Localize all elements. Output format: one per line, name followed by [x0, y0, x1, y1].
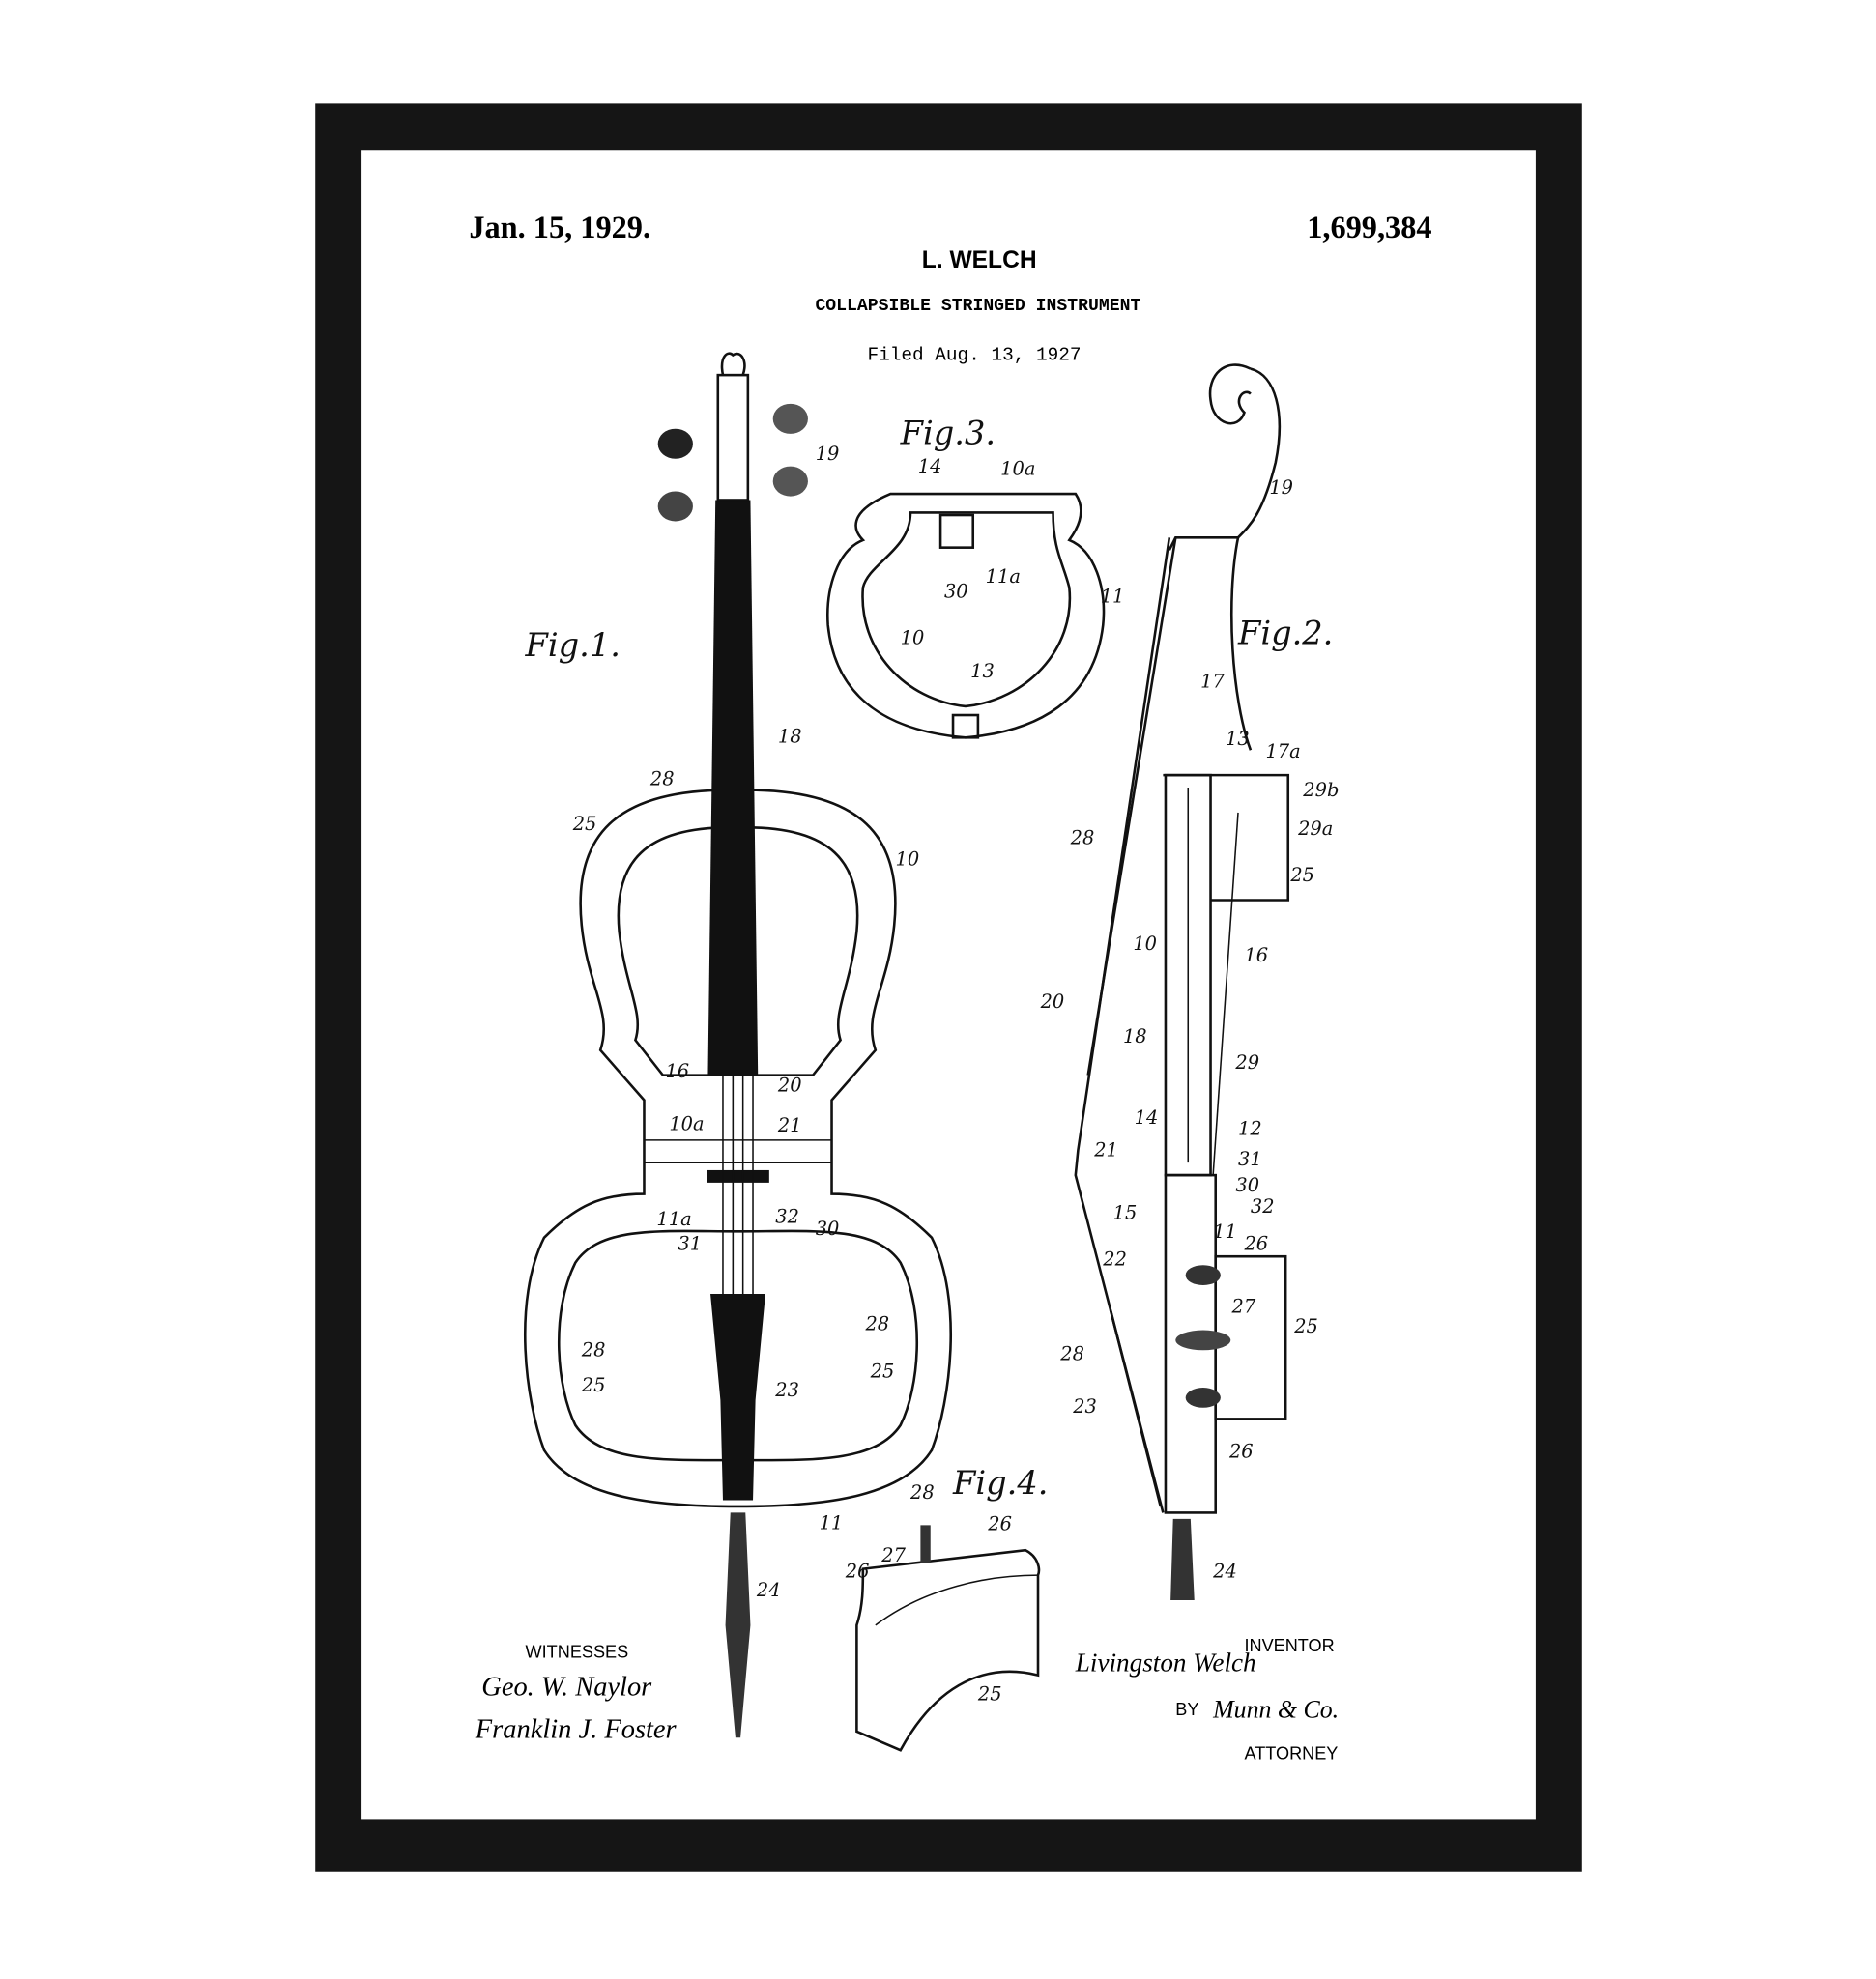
- svg-text:22: 22: [1102, 1248, 1127, 1270]
- svg-text:11a: 11a: [986, 565, 1021, 588]
- fig2-title: Fig.2.: [1237, 614, 1333, 651]
- fig3-part-labels: 14 10a 30 11a 11 10 13: [901, 455, 1125, 682]
- fig4-part-labels: 28 26 27 26 25: [845, 1481, 1012, 1705]
- svg-text:13: 13: [970, 660, 995, 682]
- svg-text:10: 10: [896, 847, 920, 870]
- svg-text:26: 26: [845, 1561, 870, 1583]
- figure-3-frame-section: Fig.3. 14 10a 30 11a 11 10 13: [826, 414, 1125, 739]
- svg-text:10a: 10a: [669, 1113, 704, 1135]
- witnesses-label: WITNESSES: [526, 1643, 629, 1662]
- svg-text:20: 20: [1040, 990, 1065, 1013]
- svg-text:23: 23: [1072, 1395, 1097, 1418]
- svg-text:17a: 17a: [1265, 740, 1300, 762]
- svg-text:31: 31: [1238, 1148, 1262, 1170]
- svg-text:20: 20: [777, 1074, 802, 1096]
- svg-text:19: 19: [816, 443, 840, 465]
- svg-text:30: 30: [944, 580, 968, 602]
- svg-text:10a: 10a: [1000, 458, 1035, 480]
- svg-text:23: 23: [774, 1379, 799, 1401]
- svg-text:17: 17: [1200, 671, 1225, 693]
- svg-text:27: 27: [1231, 1295, 1256, 1317]
- svg-text:27: 27: [880, 1544, 906, 1566]
- inventor-heading: L. WELCH: [922, 247, 1037, 273]
- svg-text:26: 26: [1228, 1441, 1254, 1463]
- svg-text:15: 15: [1113, 1201, 1138, 1223]
- inventor-label: INVENTOR: [1244, 1636, 1334, 1655]
- svg-text:31: 31: [678, 1233, 702, 1255]
- fig1-title: Fig.1.: [525, 626, 621, 664]
- svg-text:28: 28: [581, 1339, 606, 1362]
- svg-text:32: 32: [1251, 1195, 1275, 1218]
- endpin: [725, 1512, 751, 1738]
- svg-text:25: 25: [572, 813, 597, 835]
- svg-text:11: 11: [820, 1511, 844, 1534]
- attorney-label: ATTORNEY: [1244, 1743, 1338, 1763]
- svg-text:18: 18: [778, 725, 802, 747]
- figure-1-front-view: Fig.1. 19 18 28 25 10 16 20 10a 21 11a 3…: [523, 352, 953, 1738]
- svg-text:25: 25: [870, 1361, 895, 1383]
- patent-title: COLLAPSIBLE STRINGED INSTRUMENT: [815, 297, 1140, 316]
- witness-signature-2: Franklin J. Foster: [475, 1714, 678, 1744]
- svg-text:25: 25: [581, 1374, 606, 1396]
- svg-text:29b: 29b: [1302, 779, 1339, 801]
- svg-text:29: 29: [1234, 1051, 1259, 1074]
- svg-text:16: 16: [1244, 944, 1268, 966]
- svg-text:25: 25: [977, 1682, 1002, 1705]
- svg-text:14: 14: [1135, 1106, 1159, 1129]
- svg-text:18: 18: [1123, 1025, 1147, 1047]
- svg-text:16: 16: [665, 1060, 689, 1082]
- patent-date: Jan. 15, 1929.: [469, 210, 650, 244]
- fig2-part-labels: 19 17 13 17a 29b 28 29a 25 10 16 20 18 2…: [1040, 476, 1340, 1583]
- patent-number: 1,699,384: [1307, 210, 1431, 244]
- witness-signature-1: Geo. W. Naylor: [481, 1672, 652, 1702]
- svg-text:28: 28: [864, 1313, 889, 1335]
- svg-text:21: 21: [777, 1114, 802, 1136]
- svg-text:12: 12: [1238, 1118, 1262, 1140]
- svg-text:24: 24: [1212, 1561, 1237, 1583]
- svg-text:30: 30: [816, 1218, 840, 1240]
- svg-text:14: 14: [918, 455, 942, 477]
- figure-2-side-view: Fig.2. 19 17 13 17a 29b 28 29a 25 10 16 …: [1040, 363, 1340, 1600]
- svg-text:25: 25: [1289, 864, 1314, 886]
- svg-text:10: 10: [901, 626, 925, 648]
- tailpiece: [710, 1294, 765, 1501]
- figure-4-block: Fig.4. 28 26 27 26 25: [845, 1464, 1048, 1752]
- fingerboard: [707, 500, 759, 1076]
- svg-text:32: 32: [775, 1205, 799, 1227]
- svg-text:24: 24: [756, 1579, 781, 1601]
- svg-text:29a: 29a: [1297, 817, 1333, 840]
- svg-text:13: 13: [1226, 728, 1250, 750]
- svg-text:19: 19: [1269, 476, 1293, 499]
- by-label: BY: [1175, 1700, 1198, 1719]
- fig4-title: Fig.4.: [952, 1464, 1048, 1502]
- svg-text:25: 25: [1293, 1315, 1318, 1337]
- svg-text:21: 21: [1093, 1139, 1118, 1162]
- inventor-signature: Livingston Welch: [1075, 1649, 1256, 1678]
- filed-date: Filed Aug. 13, 1927: [867, 345, 1081, 366]
- svg-text:11a: 11a: [656, 1208, 691, 1230]
- attorney-signature: Munn & Co.: [1212, 1696, 1339, 1724]
- svg-text:28: 28: [649, 767, 675, 789]
- svg-text:28: 28: [1070, 826, 1095, 848]
- svg-text:26: 26: [1243, 1233, 1268, 1255]
- paper: [361, 150, 1536, 1820]
- svg-text:26: 26: [987, 1513, 1012, 1535]
- fig3-title: Fig.3.: [900, 414, 996, 451]
- svg-text:30: 30: [1235, 1174, 1259, 1196]
- svg-text:11: 11: [1101, 586, 1125, 608]
- svg-text:28: 28: [909, 1481, 935, 1504]
- svg-text:10: 10: [1133, 932, 1157, 955]
- fig1-part-labels: 19 18 28 25 10 16 20 10a 21 11a 32 30 31…: [572, 443, 919, 1601]
- svg-text:11: 11: [1213, 1220, 1237, 1243]
- svg-text:28: 28: [1059, 1343, 1084, 1365]
